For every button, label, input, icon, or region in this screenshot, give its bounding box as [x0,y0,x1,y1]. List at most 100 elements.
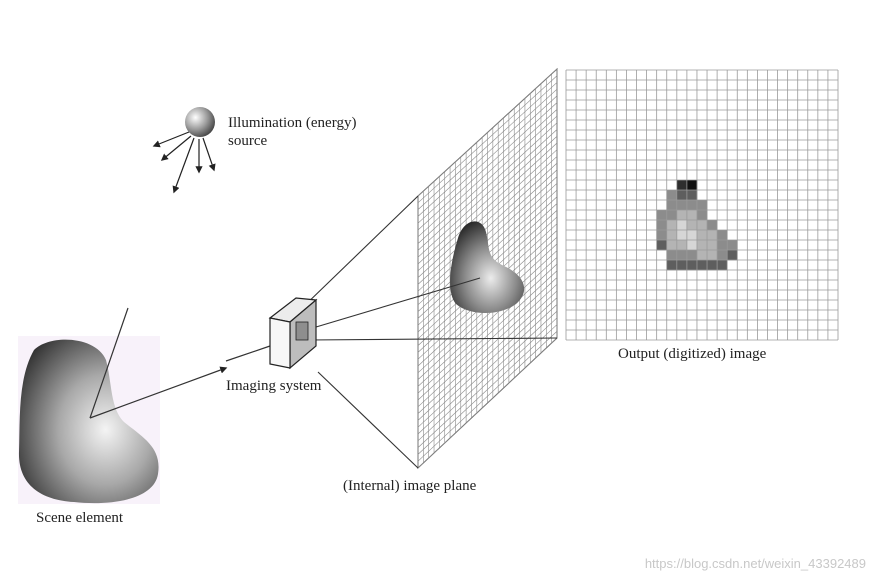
output-pixel [676,200,688,211]
output-pixel [666,230,678,241]
watermark: https://blog.csdn.net/weixin_43392489 [645,556,866,571]
output-pixel [707,220,718,231]
plane-grid-line [417,68,558,197]
plane-grid-line [417,122,558,251]
internal-plane-label: (Internal) image plane [343,478,477,494]
output-pixel [696,230,708,241]
plane-grid-line [417,331,558,462]
plane-grid-line [417,297,558,428]
plane-grid-line [417,156,558,285]
output-pixel [717,260,728,271]
output-pixel [686,180,698,191]
output-pixel [707,260,718,271]
output-pixel [656,230,668,241]
plane-grid-line [417,310,558,442]
plane-grid-line [417,250,558,380]
output-pixel [666,260,678,271]
plane-grid-line [417,324,558,455]
plane-grid-line [417,115,558,244]
output-pixel [686,220,698,231]
output-pixel [686,200,698,211]
output-pixel [666,220,678,231]
plane-grid-line [417,142,558,272]
internal-plane-grid [417,68,558,469]
plane-grid-line [417,337,558,469]
output-pixel [676,220,688,231]
illumination-label-line1: Illumination (energy) [228,115,356,131]
output-pixel [666,240,678,251]
plane-grid-line [417,109,558,238]
output-pixel [676,240,688,251]
output-pixel [696,200,708,211]
projected-image-shape [450,221,525,313]
illumination-source-sphere [185,107,215,137]
plane-grid-line [417,162,558,292]
output-pixel [696,210,708,221]
projection-line-center [305,277,481,331]
output-pixel [696,220,708,231]
output-pixel [676,250,688,261]
plane-grid-line [417,290,558,421]
output-pixel [666,210,678,221]
output-pixel [656,240,668,251]
output-pixel [696,260,708,271]
incoming-ray-segment [225,345,271,362]
output-pixel [676,260,688,271]
output-pixel [717,230,728,241]
output-pixel [676,210,688,221]
output-pixel [707,240,718,251]
output-pixel [686,260,698,271]
output-pixel [707,250,718,261]
output-pixel [676,180,688,191]
scene-element-label: Scene element [36,510,124,526]
output-pixel [727,250,738,261]
output-pixel [727,240,738,251]
plane-grid-line [417,102,558,231]
output-pixels [656,180,738,271]
plane-grid-line [417,263,558,394]
output-pixel [656,220,668,231]
output-image-label: Output (digitized) image [618,346,767,362]
output-pixel [686,230,698,241]
output-pixel [686,240,698,251]
output-pixel [676,230,688,241]
output-pixel [696,250,708,261]
plane-grid-line [417,82,558,210]
plane-grid-line [417,149,558,278]
plane-grid-line [417,169,558,299]
plane-grid-line [417,317,558,448]
imaging-system-label: Imaging system [226,378,322,394]
plane-grid-line [417,257,558,387]
imaging-system-box [268,297,318,370]
plane-grid-line [417,283,558,414]
plane-grid-line [417,88,558,217]
projection-line-top [299,195,419,311]
output-grid [565,69,839,341]
output-pixel [666,190,678,201]
reflected-ray-up [89,307,129,419]
projection-line-bottom [317,371,419,469]
projection-line-mid [307,337,558,341]
output-pixel [696,240,708,251]
output-pixel [666,200,678,211]
plane-grid-line [417,129,558,258]
output-pixel [717,240,728,251]
plane-grid-line [417,75,558,204]
scene-element-shape [18,339,159,504]
output-pixel [717,250,728,261]
output-pixel [666,250,678,261]
output-pixel [686,190,698,201]
illumination-label-line2: source [228,133,267,149]
reflected-ray-to-camera [89,366,228,419]
output-pixel [686,210,698,221]
plane-grid-line [417,277,558,408]
output-pixel [707,230,718,241]
illumination-rays [152,131,216,194]
output-pixel [676,190,688,201]
plane-grid-line [417,304,558,435]
plane-grid-line [417,136,558,265]
plane-grid-line [417,270,558,401]
output-pixel [656,210,668,221]
